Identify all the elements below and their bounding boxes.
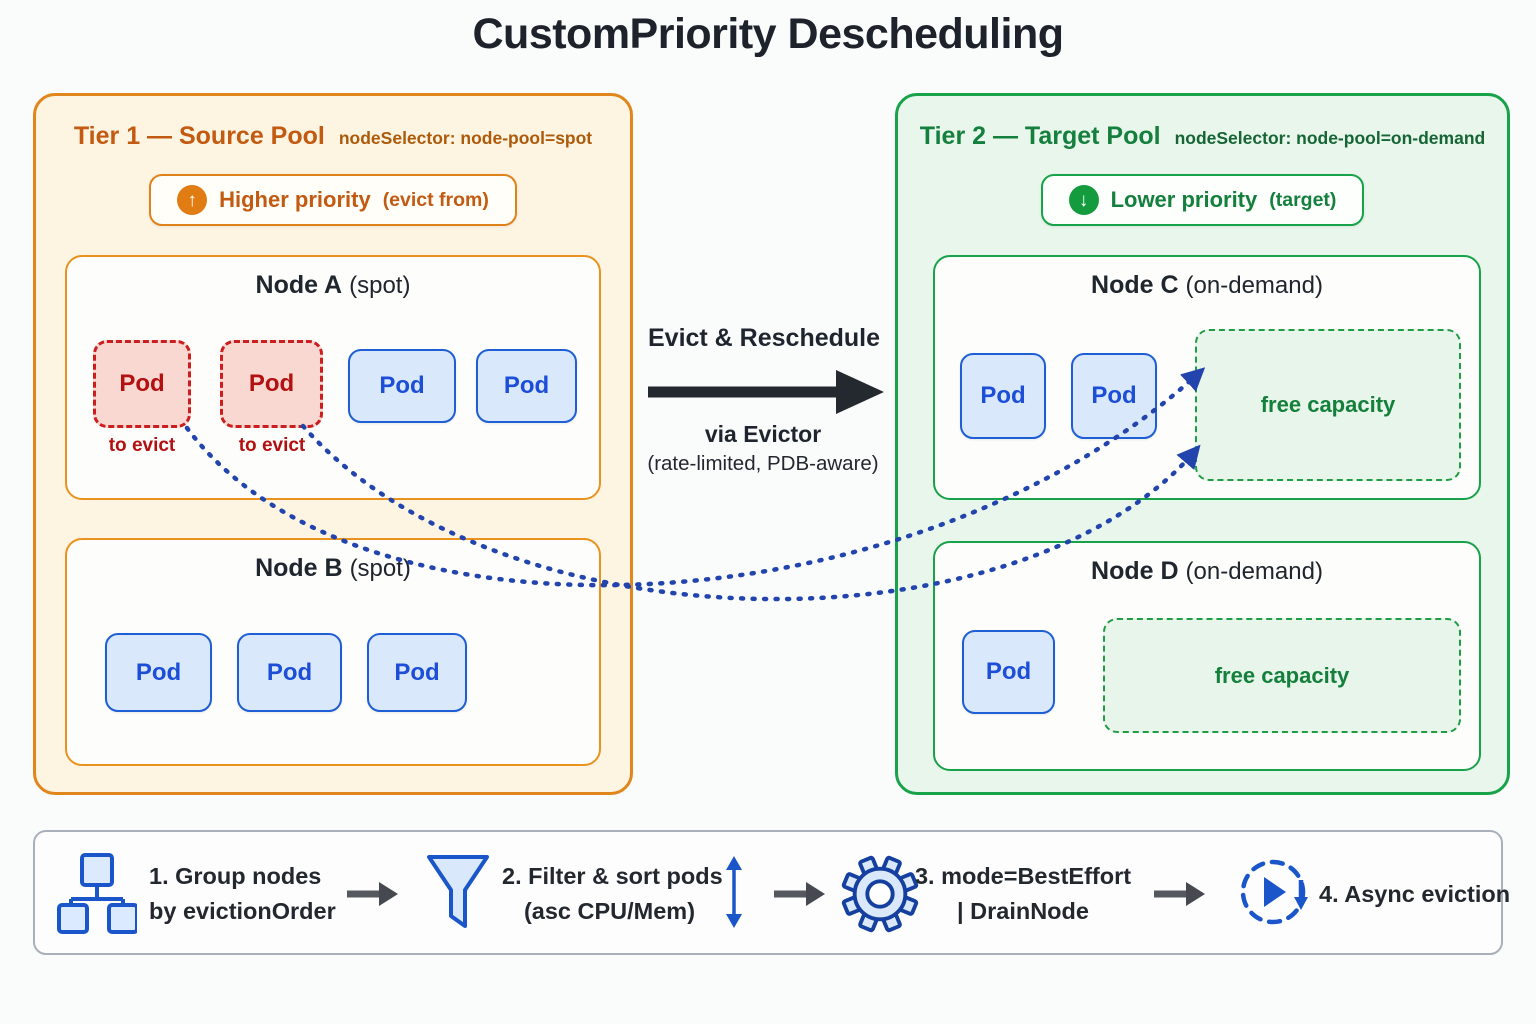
pod-to-evict: Pod <box>93 340 191 428</box>
evict-reschedule-arrow <box>648 370 884 414</box>
pod: Pod <box>962 630 1055 714</box>
workflow-step-2: 2. Filter & sort pods (asc CPU/Mem) <box>502 863 723 924</box>
tier2-heading: Tier 2 — Target Pool <box>919 122 1161 150</box>
to-evict-label: to evict <box>108 435 176 456</box>
node-d-title: Node D(on-demand) <box>1091 557 1323 585</box>
free-capacity-box: free capacity <box>1195 329 1461 481</box>
node-a: Node A(spot) Pod Pod Pod Pod to evict to… <box>65 255 601 500</box>
node-c-title: Node C(on-demand) <box>1091 271 1323 299</box>
tier2-node-selector: nodeSelector: node-pool=on-demand <box>1174 128 1486 148</box>
gear-icon <box>841 855 919 933</box>
tier1-node-selector: nodeSelector: node-pool=spot <box>338 128 593 148</box>
arrow-up-icon: ↑ <box>177 185 208 215</box>
pod: Pod <box>1071 353 1157 439</box>
arrow-down-icon: ↓ <box>1068 185 1099 215</box>
higher-priority-badge: ↑ Higher priority (evict from) <box>149 174 517 226</box>
pod: Pod <box>348 349 456 423</box>
higher-priority-label: Higher priority <box>219 187 371 212</box>
evictor-note-label: (rate-limited, PDB-aware) <box>647 452 879 475</box>
node-d: Node D(on-demand) Pod free capacity <box>933 541 1481 771</box>
node-a-title: Node A(spot) <box>255 271 411 299</box>
arrow-right-icon <box>347 882 398 906</box>
via-evictor-label: via Evictor <box>704 421 822 447</box>
pod-to-evict: Pod <box>220 340 323 428</box>
arrow-right-icon <box>774 882 825 906</box>
tier1-heading: Tier 1 — Source Pool <box>73 122 325 150</box>
node-b: Node B(spot) Pod Pod Pod <box>65 538 601 766</box>
pod: Pod <box>960 353 1046 439</box>
pod: Pod <box>367 633 467 712</box>
arrow-right-icon <box>1154 882 1205 906</box>
lower-priority-label: Lower priority <box>1110 187 1258 212</box>
pod: Pod <box>237 633 342 712</box>
to-evict-label: to evict <box>238 435 306 456</box>
node-b-title: Node B(spot) <box>255 554 411 582</box>
page-title: CustomPriority Descheduling <box>472 10 1064 58</box>
tier1-header: Tier 1 — Source Pool nodeSelector: node-p… <box>36 122 630 151</box>
workflow-step-3: 3. mode=BestEffort | DrainNode <box>914 863 1132 924</box>
sort-updown-icon <box>726 856 742 928</box>
tier1-source-pool-panel: Tier 1 — Source Pool nodeSelector: node-p… <box>33 93 633 795</box>
workflow-step-4: 4. Async eviction <box>1319 881 1511 907</box>
funnel-icon <box>427 855 489 928</box>
lower-priority-note: (target) <box>1269 188 1337 211</box>
tier2-header: Tier 2 — Target Pool nodeSelector: node-p… <box>898 122 1507 151</box>
workflow-bar: 1. Group nodes by evictionOrder 2. Filte… <box>33 830 1510 955</box>
node-c: Node C(on-demand) Pod Pod free capacity <box>933 255 1481 500</box>
workflow-step-1: 1. Group nodes by evictionOrder <box>149 863 336 924</box>
lower-priority-badge: ↓ Lower priority (target) <box>1040 174 1365 226</box>
evict-reschedule-label: Evict & Reschedule <box>647 324 881 352</box>
free-capacity-box: free capacity <box>1103 618 1461 733</box>
pod: Pod <box>476 349 577 423</box>
pod: Pod <box>105 633 212 712</box>
org-chart-icon <box>57 853 137 934</box>
async-eviction-icon <box>1240 859 1308 925</box>
higher-priority-note: (evict from) <box>382 188 489 211</box>
tier2-target-pool-panel: Tier 2 — Target Pool nodeSelector: node-p… <box>895 93 1510 795</box>
